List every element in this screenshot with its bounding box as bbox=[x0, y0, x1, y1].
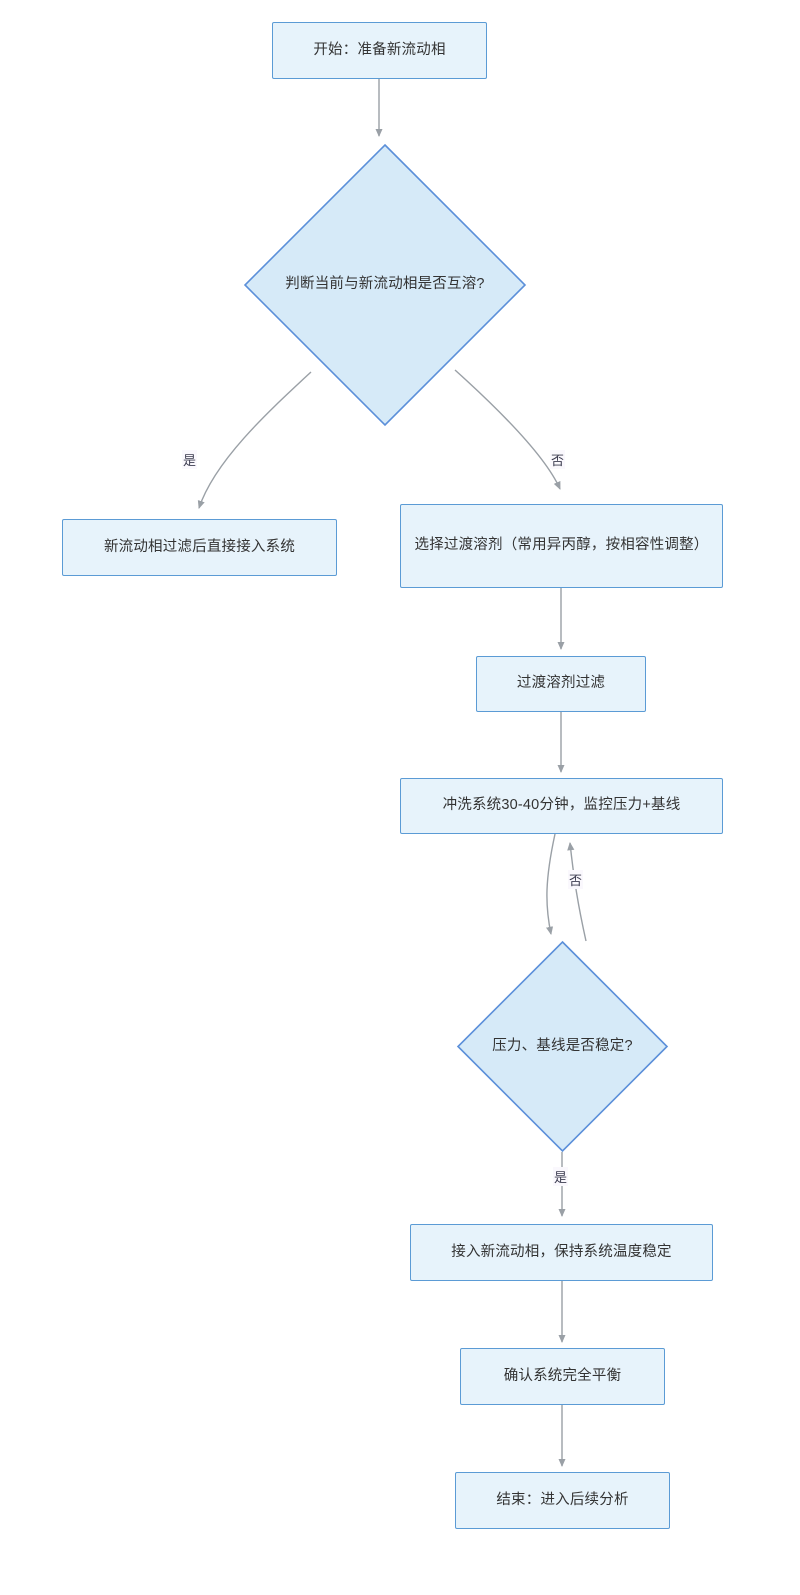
diamond-shape bbox=[243, 143, 527, 427]
node-connect-mobile-phase-label: 接入新流动相，保持系统温度稳定 bbox=[451, 1243, 672, 1260]
node-start-label: 开始：准备新流动相 bbox=[313, 41, 446, 58]
node-start[interactable]: 开始：准备新流动相 bbox=[272, 22, 487, 79]
node-confirm-equilibrium[interactable]: 确认系统完全平衡 bbox=[460, 1348, 665, 1405]
edge-flush-to-stable bbox=[546, 833, 556, 935]
edge-label-miscible-yes: 是 bbox=[182, 450, 198, 469]
node-confirm-equilibrium-label: 确认系统完全平衡 bbox=[503, 1367, 622, 1384]
node-solvent-filter-label: 过渡溶剂过滤 bbox=[516, 675, 606, 692]
node-end[interactable]: 结束：进入后续分析 bbox=[455, 1472, 670, 1529]
node-flush-system-label: 冲洗系统30-40分钟，监控压力+基线 bbox=[442, 797, 681, 814]
node-decision-stable[interactable]: 压力、基线是否稳定? bbox=[456, 940, 669, 1153]
node-transition-solvent[interactable]: 选择过渡溶剂（常用异丙醇，按相容性调整） bbox=[400, 504, 723, 588]
node-transition-solvent-label: 选择过渡溶剂（常用异丙醇，按相容性调整） bbox=[414, 537, 709, 554]
node-decision-miscible-label: 判断当前与新流动相是否互溶? bbox=[285, 276, 485, 293]
edge-label-stable-no: 否 bbox=[568, 870, 584, 889]
node-decision-miscible[interactable]: 判断当前与新流动相是否互溶? bbox=[243, 143, 527, 427]
diamond-shape bbox=[456, 940, 669, 1153]
node-flush-system[interactable]: 冲洗系统30-40分钟，监控压力+基线 bbox=[400, 778, 723, 834]
node-decision-stable-label: 压力、基线是否稳定? bbox=[492, 1037, 633, 1054]
node-direct-connect-label: 新流动相过滤后直接接入系统 bbox=[103, 538, 296, 555]
node-end-label: 结束：进入后续分析 bbox=[496, 1491, 629, 1508]
node-direct-connect[interactable]: 新流动相过滤后直接接入系统 bbox=[62, 519, 337, 576]
edge-stable-to-flush bbox=[567, 842, 587, 942]
edge-label-stable-yes: 是 bbox=[553, 1167, 569, 1186]
node-connect-mobile-phase[interactable]: 接入新流动相，保持系统温度稳定 bbox=[410, 1224, 713, 1281]
edge-label-miscible-no: 否 bbox=[550, 450, 566, 469]
node-solvent-filter[interactable]: 过渡溶剂过滤 bbox=[476, 656, 646, 712]
